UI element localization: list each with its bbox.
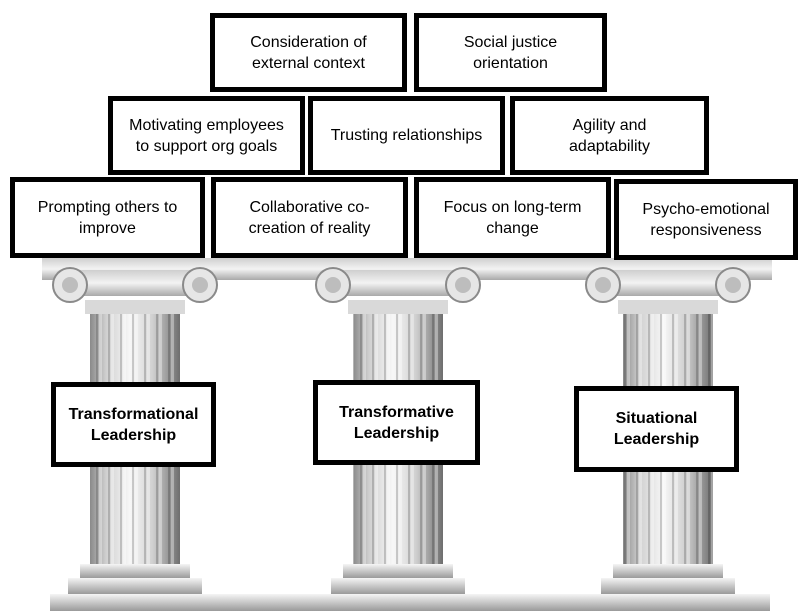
value-box-trusting-relationships: Trusting relationships bbox=[308, 96, 505, 175]
pillar-label-transformative: Transformative Leadership bbox=[313, 380, 480, 465]
value-box-external-context: Consideration of external context bbox=[210, 13, 407, 92]
value-box-motivating-employees: Motivating employees to support org goal… bbox=[108, 96, 305, 175]
stylobate-base bbox=[50, 594, 770, 611]
value-box-psycho-emotional: Psycho-emotional responsiveness bbox=[614, 179, 798, 260]
pillar-label-transformational: Transformational Leadership bbox=[51, 382, 216, 467]
value-box-long-term-change: Focus on long-term change bbox=[414, 177, 611, 258]
value-box-agility: Agility and adaptability bbox=[510, 96, 709, 175]
pillar-label-situational: Situational Leadership bbox=[574, 386, 739, 472]
value-box-social-justice: Social justice orientation bbox=[414, 13, 607, 92]
value-box-prompting-others: Prompting others to improve bbox=[10, 177, 205, 258]
value-box-collaborative-cocreation: Collaborative co- creation of reality bbox=[211, 177, 408, 258]
